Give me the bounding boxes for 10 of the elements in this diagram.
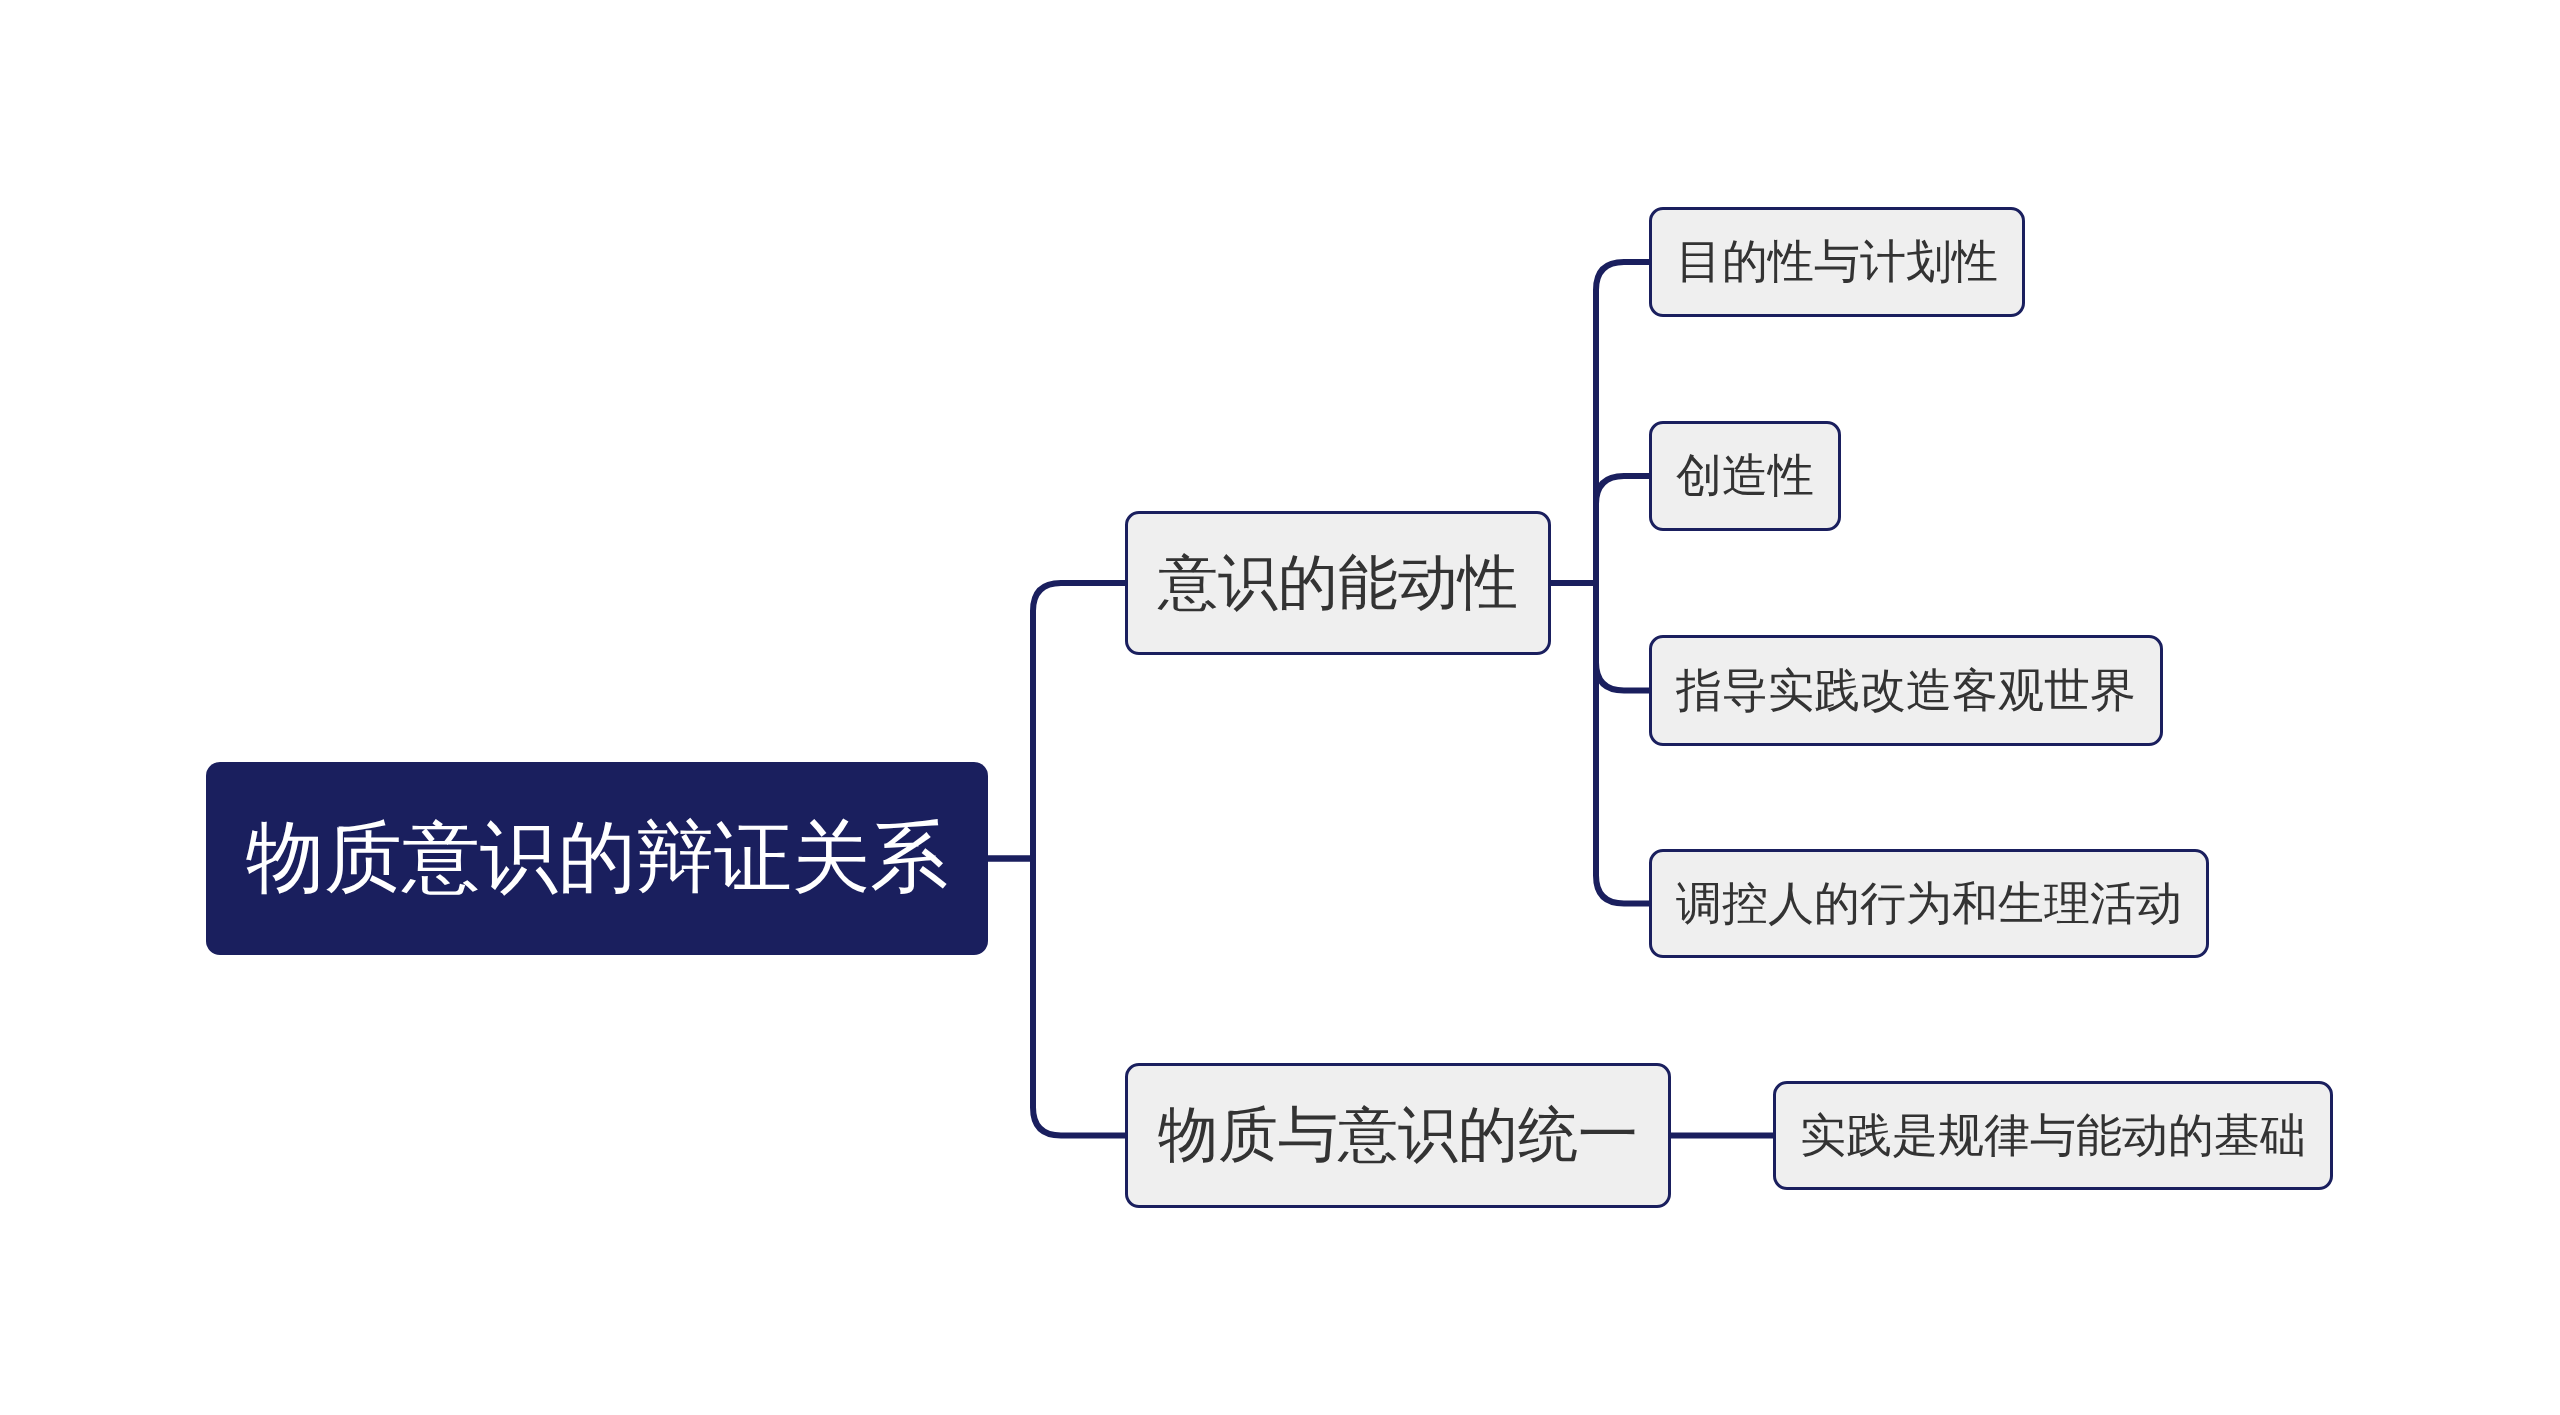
topic-box: 实践是规律与能动的基础	[1773, 1081, 2333, 1190]
topic-box: 目的性与计划性	[1649, 207, 2025, 317]
connector-line	[988, 855, 1125, 1139]
topic-box: 意识的能动性	[1125, 511, 1551, 655]
central-topic-box: 物质意识的辩证关系	[206, 762, 988, 955]
connector-line	[1671, 1132, 1773, 1139]
topic-box: 调控人的行为和生理活动	[1649, 849, 2209, 958]
topic-box: 指导实践改造客观世界	[1649, 635, 2163, 746]
topic-box: 物质与意识的统一	[1125, 1063, 1671, 1208]
topic-box: 创造性	[1649, 421, 1841, 531]
